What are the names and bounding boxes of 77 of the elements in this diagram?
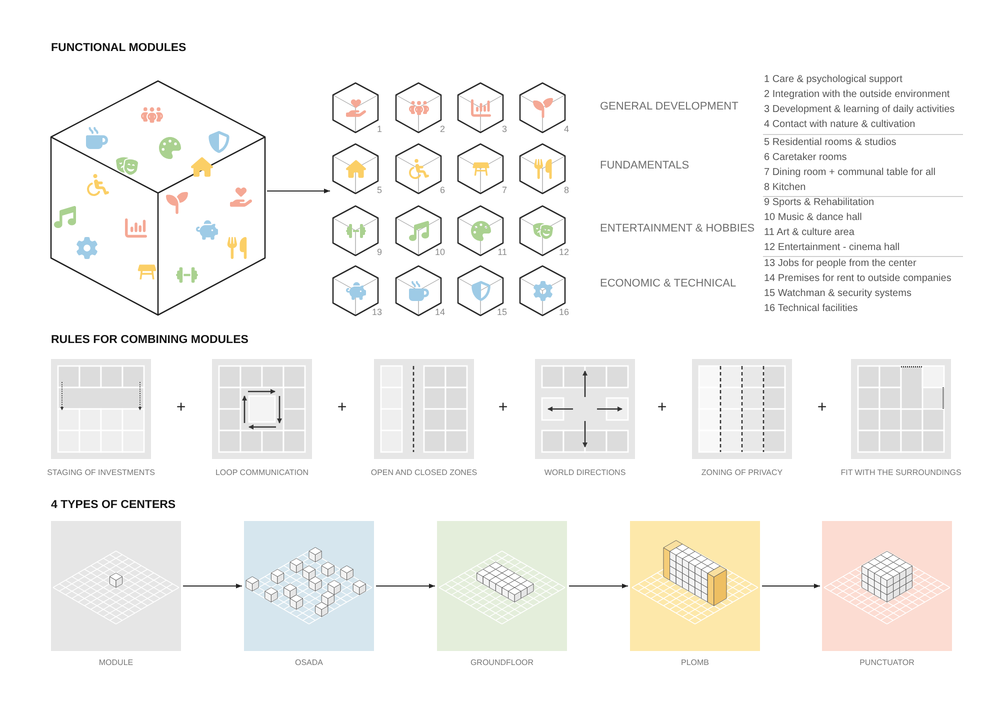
module-list-item: 5 Residential rooms & studios [764,137,896,149]
module-list-item: 1 Care & psychological support [764,74,902,86]
tile-caption: OSADA [295,658,323,668]
plus-sign: + [176,400,186,416]
module-list-item: 2 Integration with the outside environment [764,89,950,101]
module-number: 6 [440,186,445,195]
hexagon-module [332,82,382,134]
module-number: 13 [372,308,382,317]
module-number: 7 [502,186,507,195]
hexagon-module [457,82,507,134]
plus-sign: + [657,400,667,416]
plus-sign: + [817,400,827,416]
module-list-item: 8 Kitchen [764,182,806,194]
module-number: 11 [498,248,507,257]
module-number: 16 [558,308,569,317]
plus-sign: + [498,400,508,416]
hexagon-module [519,82,569,134]
tile-caption: STAGING OF INVESTMENTS [47,468,155,478]
plus-sign: + [337,400,347,416]
module-list-item: 3 Development & learning of daily activities [764,104,955,116]
arrow [266,188,330,194]
module-number: 3 [502,125,507,134]
module-list-item: 13 Jobs for people from the center [764,258,916,270]
hexagon-module [519,143,569,195]
hexagon-module [332,143,382,195]
module-list-item: 15 Watchman & security systems [764,288,912,300]
module-number: 9 [376,248,382,257]
module-list-item: 10 Music & dance hall [764,212,862,224]
hexagon-module [519,265,569,317]
hexagon-module [457,265,507,317]
section-heading: 4 TYPES OF CENTERS [51,498,176,512]
tile-caption: OPEN AND CLOSED ZONES [370,468,478,478]
hexagon-module [395,82,445,134]
module-list-item: 6 Caretaker rooms [764,152,847,164]
category-heading: ENTERTAINMENT & HOBBIES [600,222,755,236]
hexagon-module [332,205,382,257]
tile-caption: MODULE [98,658,134,668]
module-list-item: 16 Technical facilities [764,303,858,315]
hexagon-module [457,205,507,257]
hexagon-module [395,143,445,195]
module-list-item: 4 Contact with nature & cultivation [764,119,916,131]
category-heading: GENERAL DEVELOPMENT [600,100,738,114]
tile-caption: PUNCTUATOR [860,658,914,668]
module-number: 15 [496,308,507,317]
tile-caption: PLOMB [681,658,709,668]
section-heading: FUNCTIONAL MODULES [51,41,186,55]
tile-caption: ZONING OF PRIVACY [701,468,783,478]
cube-drawing [51,81,265,315]
module-number: 1 [376,125,382,134]
hexagon-module [395,205,445,257]
module-number: 5 [376,186,382,195]
module-number: 8 [564,186,569,195]
section-heading: RULES FOR COMBINING MODULES [51,333,248,347]
tile-caption: LOOP COMMUNICATION [215,468,309,478]
arrow [182,584,242,588]
module-number: 14 [434,308,445,317]
module-list-item: 11 Art & culture area [764,227,854,239]
category-heading: FUNDAMENTALS [600,160,690,172]
tile-caption: FIT WITH THE SURROUNDINGS [840,468,962,478]
module-list-item: 9 Sports & Rehabilitation [764,197,874,209]
arrow [568,584,628,588]
hexagon-module [395,265,445,317]
hexagon-module [332,265,382,317]
tile-caption: GROUNDFLOOR [470,658,534,668]
module-number: 12 [558,248,569,257]
tile-caption: WORLD DIRECTIONS [544,468,626,478]
arrow [762,584,820,588]
hexagon-module [457,143,507,195]
module-number: 10 [434,248,445,257]
category-heading: ECONOMIC & TECHNICAL [600,278,736,290]
module-number: 2 [440,125,445,134]
module-list-item: 7 Dining room + communal table for all [764,167,936,179]
hexagon-module [519,205,569,257]
arrow [376,584,436,588]
module-list-item: 12 Entertainment - cinema hall [764,242,900,254]
module-list-item: 14 Premises for rent to outside companies [764,273,952,285]
module-number: 4 [564,125,569,134]
